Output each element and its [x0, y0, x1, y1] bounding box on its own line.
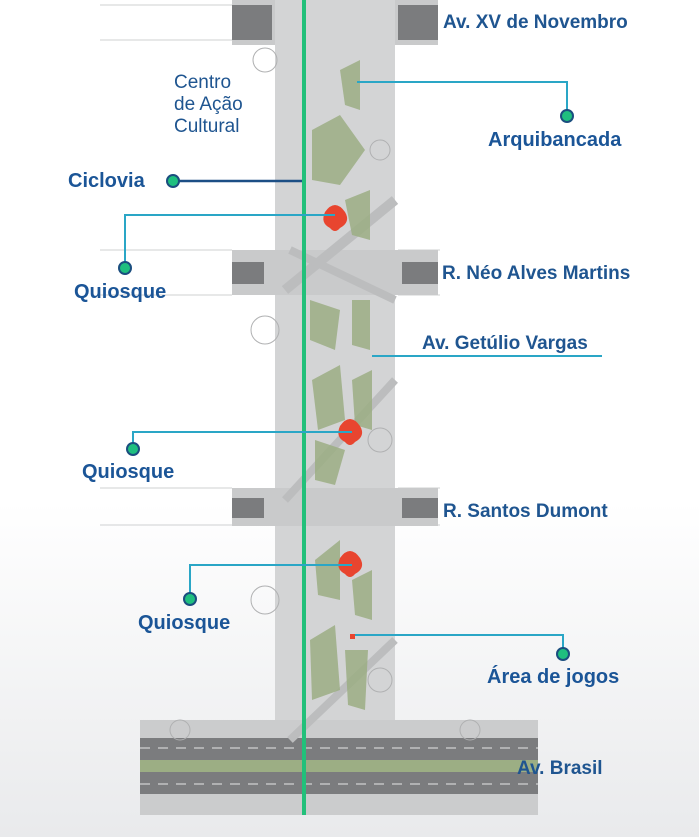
leader-lines [124, 81, 602, 652]
road-xv-novembro [232, 5, 272, 40]
label-r-neo-alves-martins: R. Néo Alves Martins [442, 263, 630, 284]
arquibancada-dot [560, 109, 574, 123]
quiosque-1-dot [118, 261, 132, 275]
label-av-xv-novembro: Av. XV de Novembro [443, 12, 628, 33]
ciclovia-dot [166, 174, 180, 188]
street-edge-lines [100, 4, 440, 526]
label-quiosque-3: Quiosque [138, 612, 230, 634]
quiosque-2-dot [126, 442, 140, 456]
label-dots [118, 109, 574, 661]
quiosque-3-dot [183, 592, 197, 606]
label-centro-line-2: de Ação [174, 94, 243, 115]
road-neo-alves [232, 262, 264, 284]
trees [169, 47, 481, 741]
game-area-marker [350, 634, 355, 639]
label-centro-line-1: Centro [174, 72, 231, 93]
label-av-getulio-vargas: Av. Getúlio Vargas [422, 333, 588, 354]
label-arquibancada: Arquibancada [488, 129, 622, 151]
label-av-brasil: Av. Brasil [517, 758, 603, 779]
label-r-santos-dumont: R. Santos Dumont [443, 501, 608, 522]
label-centro-line-3: Cultural [174, 116, 239, 137]
label-quiosque-1: Quiosque [74, 281, 166, 303]
green-beds [310, 60, 372, 710]
label-area-de-jogos: Área de jogos [487, 665, 619, 688]
label-ciclovia: Ciclovia [68, 170, 146, 192]
label-quiosque-2: Quiosque [82, 461, 174, 483]
road-santos-dumont [232, 498, 264, 518]
area-jogos-dot [556, 647, 570, 661]
park-strip [140, 0, 538, 815]
